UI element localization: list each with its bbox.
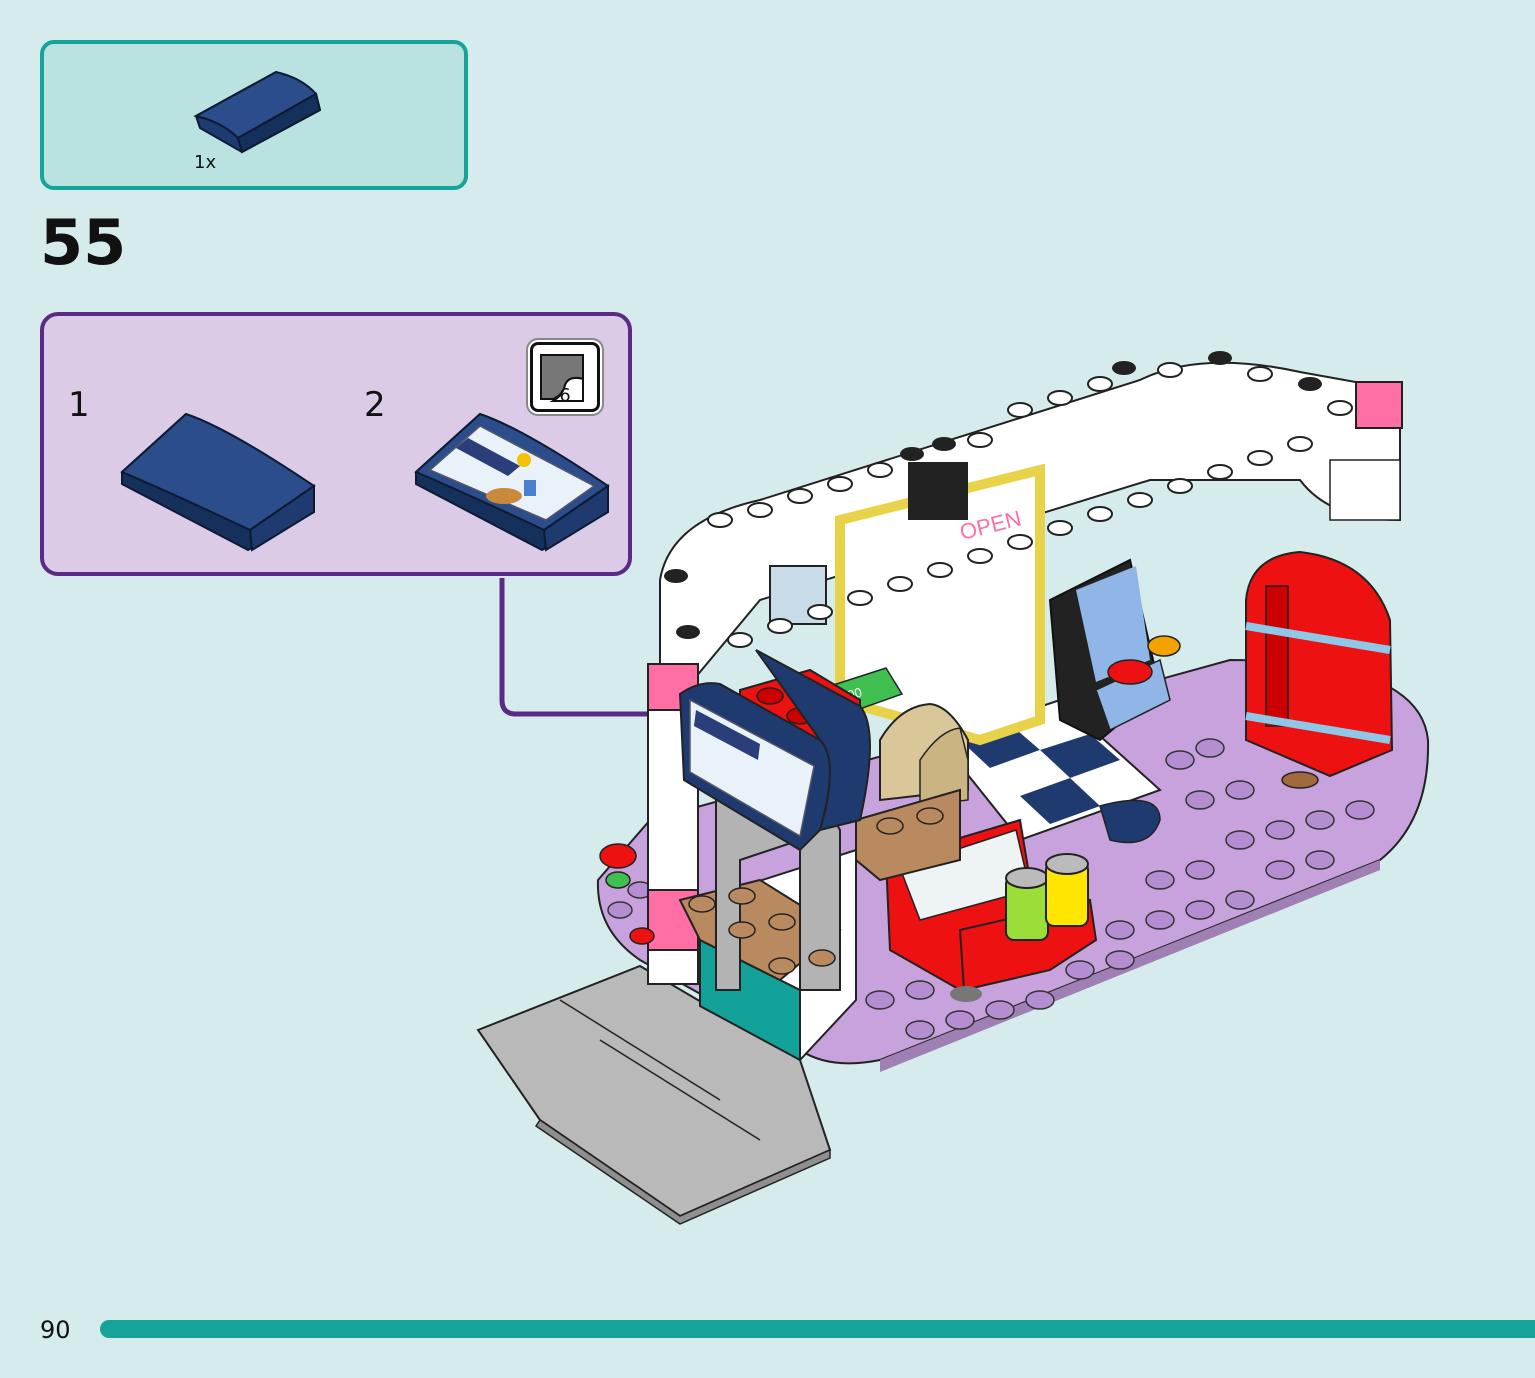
- curved-slope-brick-icon: [193, 70, 322, 154]
- part-quantity: 1x: [194, 152, 217, 173]
- sub-step-2-label: 2: [364, 385, 386, 425]
- bread-loaves: [879, 702, 969, 807]
- sub-assembly-box: 1 2 6: [40, 312, 632, 576]
- arrow-icon: [499, 578, 662, 717]
- back-wall: OPEN: [659, 361, 1403, 746]
- sub-step-1-label: 1: [68, 385, 90, 425]
- sticker-number: 6: [559, 385, 571, 406]
- new-sign-slope: [678, 649, 871, 852]
- sticker-icon: [540, 354, 584, 402]
- soda-cans: [1005, 853, 1089, 941]
- arcade-machine: [1048, 558, 1181, 742]
- page-number: 90: [40, 1316, 71, 1344]
- flowers: [599, 843, 655, 945]
- step-number: 55: [40, 206, 127, 279]
- red-jukebox: [1245, 550, 1394, 789]
- parts-callout: 1x: [40, 40, 468, 190]
- progress-bar: [100, 1320, 1535, 1338]
- sticker-badge: 6: [530, 342, 600, 412]
- studs-grid: [607, 738, 1375, 1040]
- curved-slope-brick-icon: [414, 412, 610, 552]
- curved-slope-brick-icon: [120, 412, 316, 552]
- top-studs: [707, 362, 1353, 648]
